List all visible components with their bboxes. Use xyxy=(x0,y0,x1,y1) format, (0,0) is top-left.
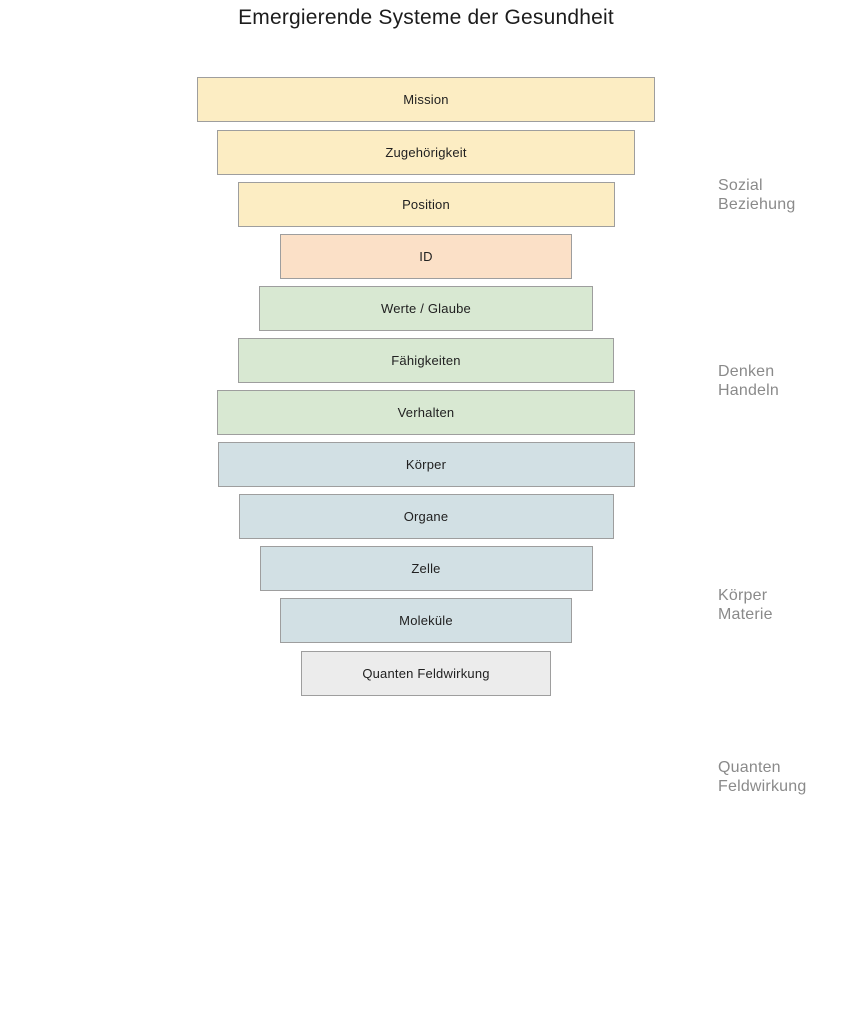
group-side-label: Körper Materie xyxy=(718,587,773,623)
funnel-bar-label: Organe xyxy=(403,509,449,524)
funnel-bar-label: Fähigkeiten xyxy=(391,353,461,368)
group-side-label: Sozial Beziehung xyxy=(718,177,796,213)
funnel-bar: Zugehörigkeit xyxy=(217,130,635,175)
funnel-bar: Quanten Feldwirkung xyxy=(301,651,551,696)
funnel-bar: Verhalten xyxy=(217,390,635,435)
funnel-bar-label: Position xyxy=(402,197,450,212)
funnel-bar: Organe xyxy=(238,494,614,539)
funnel-bar-label: ID xyxy=(419,249,433,264)
funnel-bar-label: Zugehörigkeit xyxy=(385,145,467,160)
funnel-bar-label: Quanten Feldwirkung xyxy=(362,666,490,681)
funnel-bar-label: Werte / Glaube xyxy=(381,301,471,316)
funnel-bar-label: Zelle xyxy=(411,561,441,576)
funnel-bar: Position xyxy=(237,182,615,227)
funnel-bar-label: Verhalten xyxy=(397,405,455,420)
funnel-bar-label: Körper xyxy=(405,457,447,472)
funnel-bar-label: Mission xyxy=(403,92,449,107)
funnel-bar: Mission xyxy=(197,77,655,122)
funnel-bar: Moleküle xyxy=(280,598,572,643)
funnel-bar: Körper xyxy=(217,442,635,487)
funnel-bar: Werte / Glaube xyxy=(259,286,593,331)
page-title: Emergierende Systeme der Gesundheit xyxy=(238,6,614,29)
funnel-bar: Zelle xyxy=(259,546,593,591)
funnel-bar: ID xyxy=(280,234,572,279)
funnel-bar: Fähigkeiten xyxy=(238,338,614,383)
group-side-label: Quanten Feldwirkung xyxy=(718,759,807,795)
funnel-bar-label: Moleküle xyxy=(399,613,453,628)
group-side-label: Denken Handeln xyxy=(718,363,780,399)
